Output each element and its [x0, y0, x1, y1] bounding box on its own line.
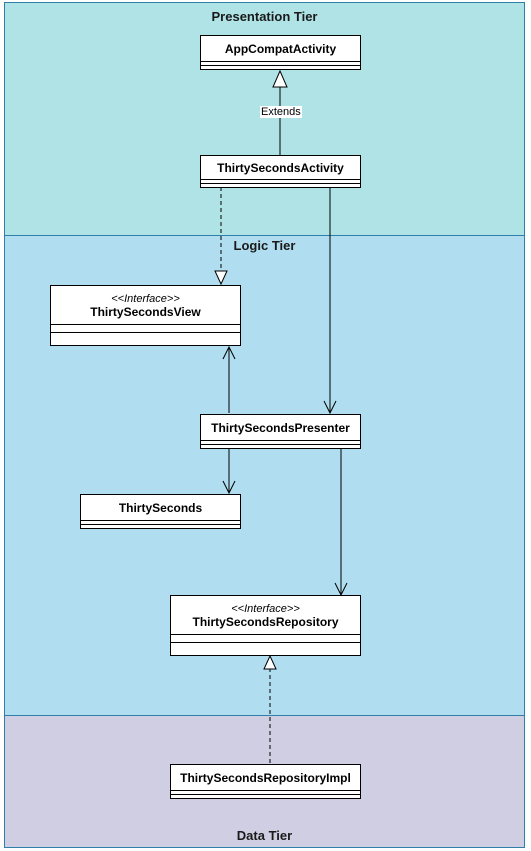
activity-implements-view-arrowhead — [214, 270, 228, 286]
presenter-to-model-arrowhead — [222, 480, 236, 495]
data-tier-title: Data Tier — [236, 828, 293, 843]
interface-thirty-seconds-repository[interactable]: <<Interface>> ThirtySecondsRepository — [170, 595, 361, 656]
presenter-to-view-arrowhead — [222, 345, 236, 360]
extends-label: Extends — [260, 106, 302, 118]
activity-to-presenter-arrowhead — [323, 400, 337, 415]
class-thirty-seconds-activity-name: ThirtySecondsActivity — [217, 160, 344, 175]
interface-thirty-seconds-view-name: ThirtySecondsView — [90, 305, 201, 319]
class-thirty-seconds-presenter[interactable]: ThirtySecondsPresenter — [200, 414, 361, 449]
class-thirty-seconds-presenter-name: ThirtySecondsPresenter — [211, 420, 350, 435]
presentation-tier-title: Presentation Tier — [211, 9, 318, 24]
class-appcompat-activity-name: AppCompatActivity — [224, 41, 337, 56]
class-thirty-seconds-repository-impl[interactable]: ThirtySecondsRepositoryImpl — [170, 764, 361, 799]
impl-implements-repository-arrowhead — [263, 654, 277, 670]
interface-stereotype: <<Interface>> — [111, 293, 180, 305]
logic-tier-title: Logic Tier — [233, 238, 296, 253]
class-thirty-seconds-repository-impl-name: ThirtySecondsRepositoryImpl — [180, 770, 351, 785]
class-thirty-seconds-name: ThirtySeconds — [118, 500, 203, 515]
class-thirty-seconds[interactable]: ThirtySeconds — [80, 494, 241, 529]
class-appcompat-activity[interactable]: AppCompatActivity — [200, 35, 361, 70]
extends-arrowhead — [272, 69, 288, 88]
interface-stereotype: <<Interface>> — [231, 603, 300, 615]
class-thirty-seconds-activity[interactable]: ThirtySecondsActivity — [200, 155, 361, 188]
interface-thirty-seconds-repository-name: ThirtySecondsRepository — [192, 615, 339, 629]
interface-thirty-seconds-view[interactable]: <<Interface>> ThirtySecondsView — [50, 285, 241, 346]
